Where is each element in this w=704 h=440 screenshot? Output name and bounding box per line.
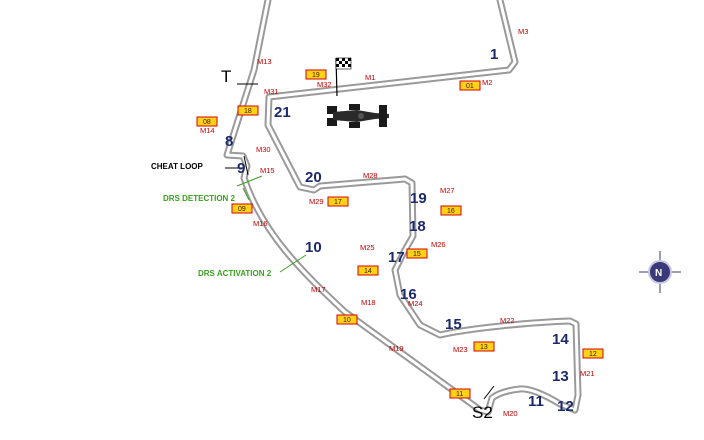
turn-20-label: 20	[305, 169, 322, 186]
turn-8-label: 8	[225, 133, 233, 150]
flag-box: 10	[336, 314, 358, 325]
marshal-post-label: M29	[309, 197, 324, 206]
svg-text:16: 16	[447, 208, 455, 215]
checkered-flag-icon	[335, 57, 352, 97]
turn-17-label: 17	[388, 249, 405, 266]
svg-text:10: 10	[343, 317, 351, 324]
turn-numbers: 1 8 9 10 11 12 13 14 15 16 17 18 19 20 2…	[225, 46, 574, 415]
turn-16-label: 16	[400, 286, 417, 303]
flag-box: 19	[305, 69, 327, 80]
flag-box: 18	[237, 105, 259, 116]
marshal-post-label: M20	[503, 409, 518, 418]
marshal-post-label: M3	[518, 27, 528, 36]
marshal-post-label: M14	[200, 126, 215, 135]
marshal-posts: M1 M2 M3 M13 M14 M15 M16 M17 M18 M19 M20…	[200, 27, 595, 418]
svg-text:13: 13	[480, 344, 488, 351]
flag-box: 13	[473, 341, 495, 352]
marshal-post-label: M32	[317, 80, 332, 89]
turn-18-label: 18	[409, 218, 426, 235]
svg-text:18: 18	[244, 108, 252, 115]
marshal-post-label: M13	[257, 57, 272, 66]
turn-21-label: 21	[274, 104, 291, 121]
marshal-post-label: M15	[260, 166, 275, 175]
marshal-post-label: M31	[264, 87, 279, 96]
flag-box: 14	[357, 265, 379, 276]
timing-line-label: T	[221, 67, 231, 86]
svg-text:09: 09	[238, 206, 246, 213]
marshal-post-label: M21	[580, 369, 595, 378]
compass-icon: N	[639, 251, 681, 293]
marshal-post-label: M17	[311, 285, 326, 294]
sector-2-label: S2	[472, 403, 493, 422]
marshal-post-label: M16	[253, 219, 268, 228]
flag-box: 16	[440, 205, 462, 216]
svg-text:14: 14	[364, 268, 372, 275]
race-car-icon	[327, 104, 389, 128]
svg-text:01: 01	[466, 83, 474, 90]
flag-box: 15	[406, 248, 428, 259]
marshal-post-label: M1	[365, 73, 375, 82]
marshal-post-label: M30	[256, 145, 271, 154]
marshal-post-label: M28	[363, 171, 378, 180]
turn-1-label: 1	[490, 46, 498, 63]
marshal-post-label: M23	[453, 345, 468, 354]
marshal-post-label: M2	[482, 78, 492, 87]
svg-text:11: 11	[456, 391, 463, 398]
flag-box: 11	[449, 388, 471, 399]
turn-13-label: 13	[552, 368, 569, 385]
turn-14-label: 14	[552, 331, 569, 348]
turn-9-label: 9	[237, 160, 245, 177]
compass-north-label: N	[655, 268, 662, 279]
turn-12-label: 12	[557, 398, 574, 415]
svg-text:12: 12	[589, 351, 597, 358]
svg-text:19: 19	[312, 72, 320, 79]
svg-text:17: 17	[334, 199, 342, 206]
cheat-loop-label: CHEAT LOOP	[151, 162, 204, 171]
turn-10-label: 10	[305, 239, 322, 256]
turn-19-label: 19	[410, 190, 427, 207]
marshal-post-label: M27	[440, 186, 455, 195]
marshal-post-label: M19	[389, 344, 404, 353]
turn-11-label: 11	[528, 393, 544, 410]
flag-box: 17	[327, 196, 349, 207]
marshal-post-label: M24	[408, 299, 423, 308]
track	[223, 0, 582, 416]
drs-detection-label: DRS DETECTION 2	[163, 194, 236, 203]
turn-15-label: 15	[445, 316, 462, 333]
flag-box: 08	[196, 116, 218, 127]
flag-boxes: 01 08 09 10 11 12 13 14 15 16 17 18 19	[196, 69, 604, 399]
drs-marks	[236, 175, 307, 273]
svg-text:08: 08	[203, 119, 211, 126]
marshal-post-label: M18	[361, 298, 376, 307]
svg-text:15: 15	[413, 251, 421, 258]
timing-line-marks	[225, 83, 495, 400]
drs-activation-label: DRS ACTIVATION 2	[198, 269, 272, 278]
flag-box: 12	[582, 348, 604, 359]
marshal-post-label: M22	[500, 316, 515, 325]
marshal-post-label: M25	[360, 243, 375, 252]
marshal-post-label: M26	[431, 240, 446, 249]
flag-box: 09	[231, 203, 253, 214]
flag-box: 01	[459, 80, 481, 91]
